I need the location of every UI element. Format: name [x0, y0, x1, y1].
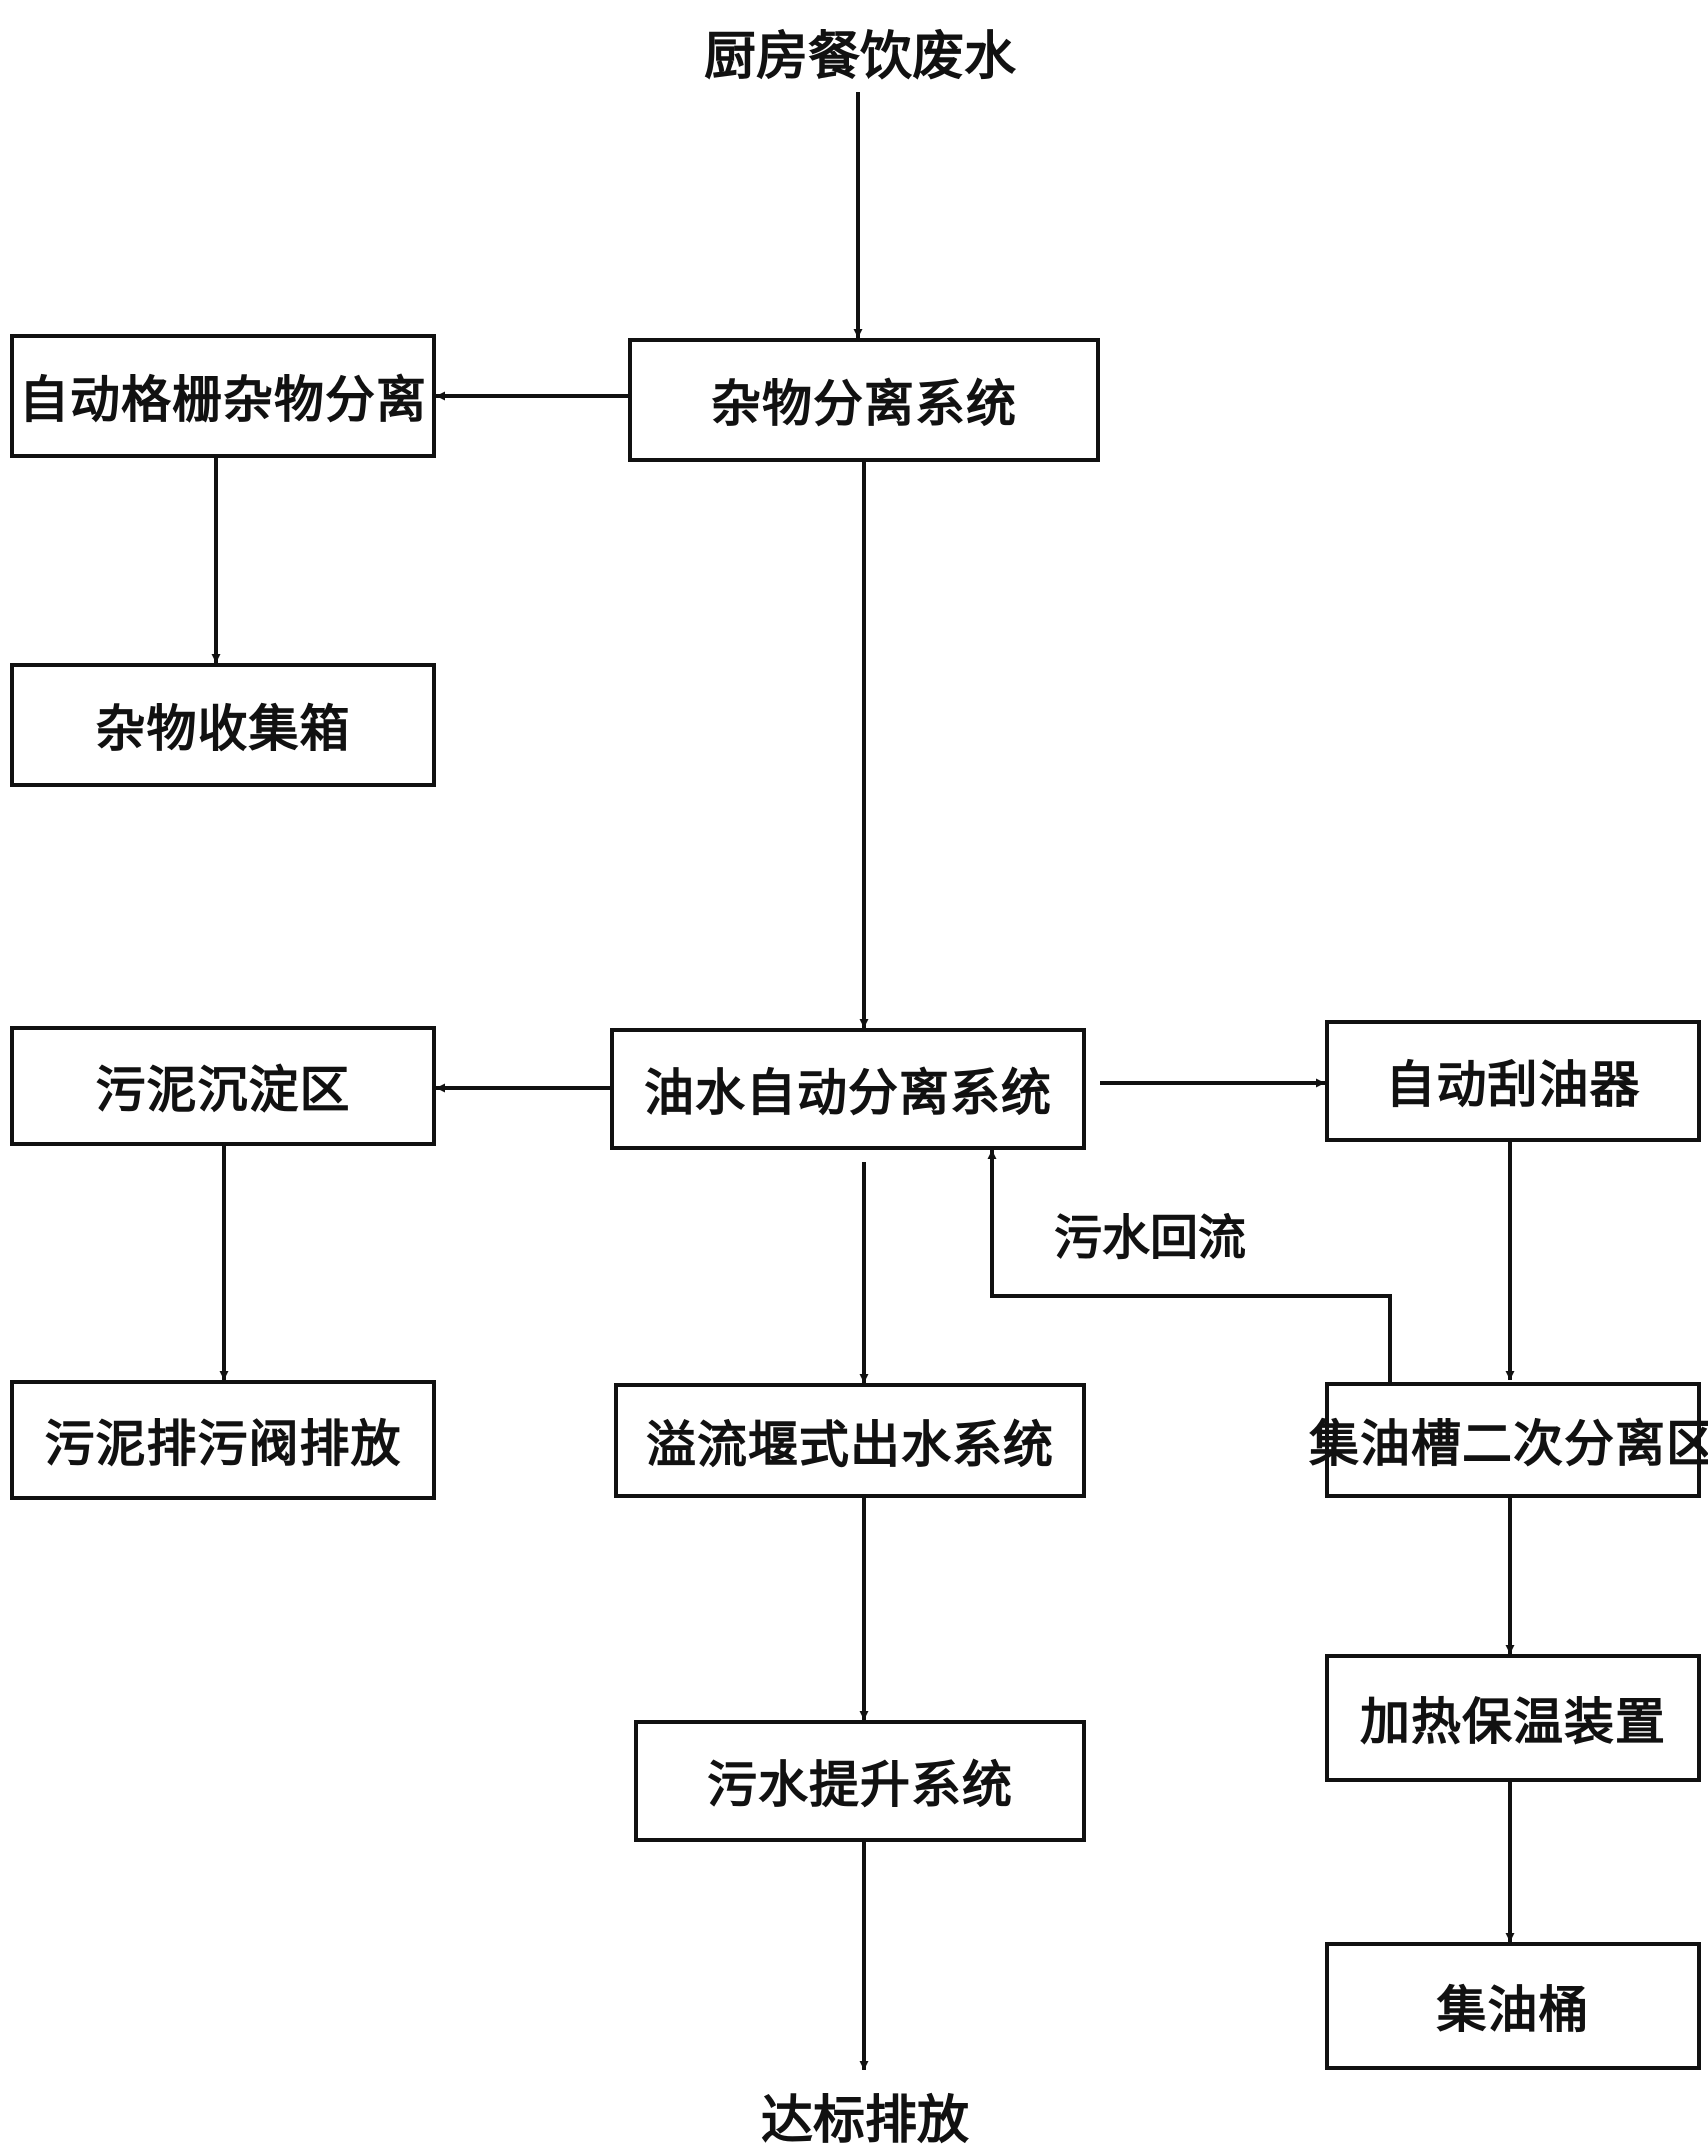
node-debris-separation-system: 杂物分离系统	[628, 338, 1100, 462]
input-label: 厨房餐饮废水	[703, 27, 1016, 87]
node-oil-collection-tank: 集油桶	[1325, 1942, 1701, 2070]
node-sludge-discharge-valve: 污泥排污阀排放	[10, 1380, 436, 1500]
node-oil-water-auto-separation-system: 油水自动分离系统	[610, 1028, 1086, 1150]
output-label: 达标排放	[760, 2091, 969, 2151]
node-sludge-settling-zone: 污泥沉淀区	[10, 1026, 436, 1146]
node-auto-grille-debris-separation: 自动格栅杂物分离	[10, 334, 436, 458]
node-oil-collection-secondary-separation-zone: 集油槽二次分离区	[1309, 1382, 1708, 1498]
node-debris-collection-bin: 杂物收集箱	[10, 663, 436, 787]
recirculation-label: 污水回流	[1053, 1210, 1246, 1266]
node-overflow-weir-outlet-system: 溢流堰式出水系统	[614, 1383, 1086, 1498]
node-heating-insulation-device: 加热保温装置	[1325, 1654, 1701, 1782]
arrow-recirculation-to-oil-water	[987, 1150, 1392, 1382]
node-auto-oil-skimmer: 自动刮油器	[1325, 1020, 1701, 1142]
node-sewage-lift-system: 污水提升系统	[634, 1720, 1086, 1842]
